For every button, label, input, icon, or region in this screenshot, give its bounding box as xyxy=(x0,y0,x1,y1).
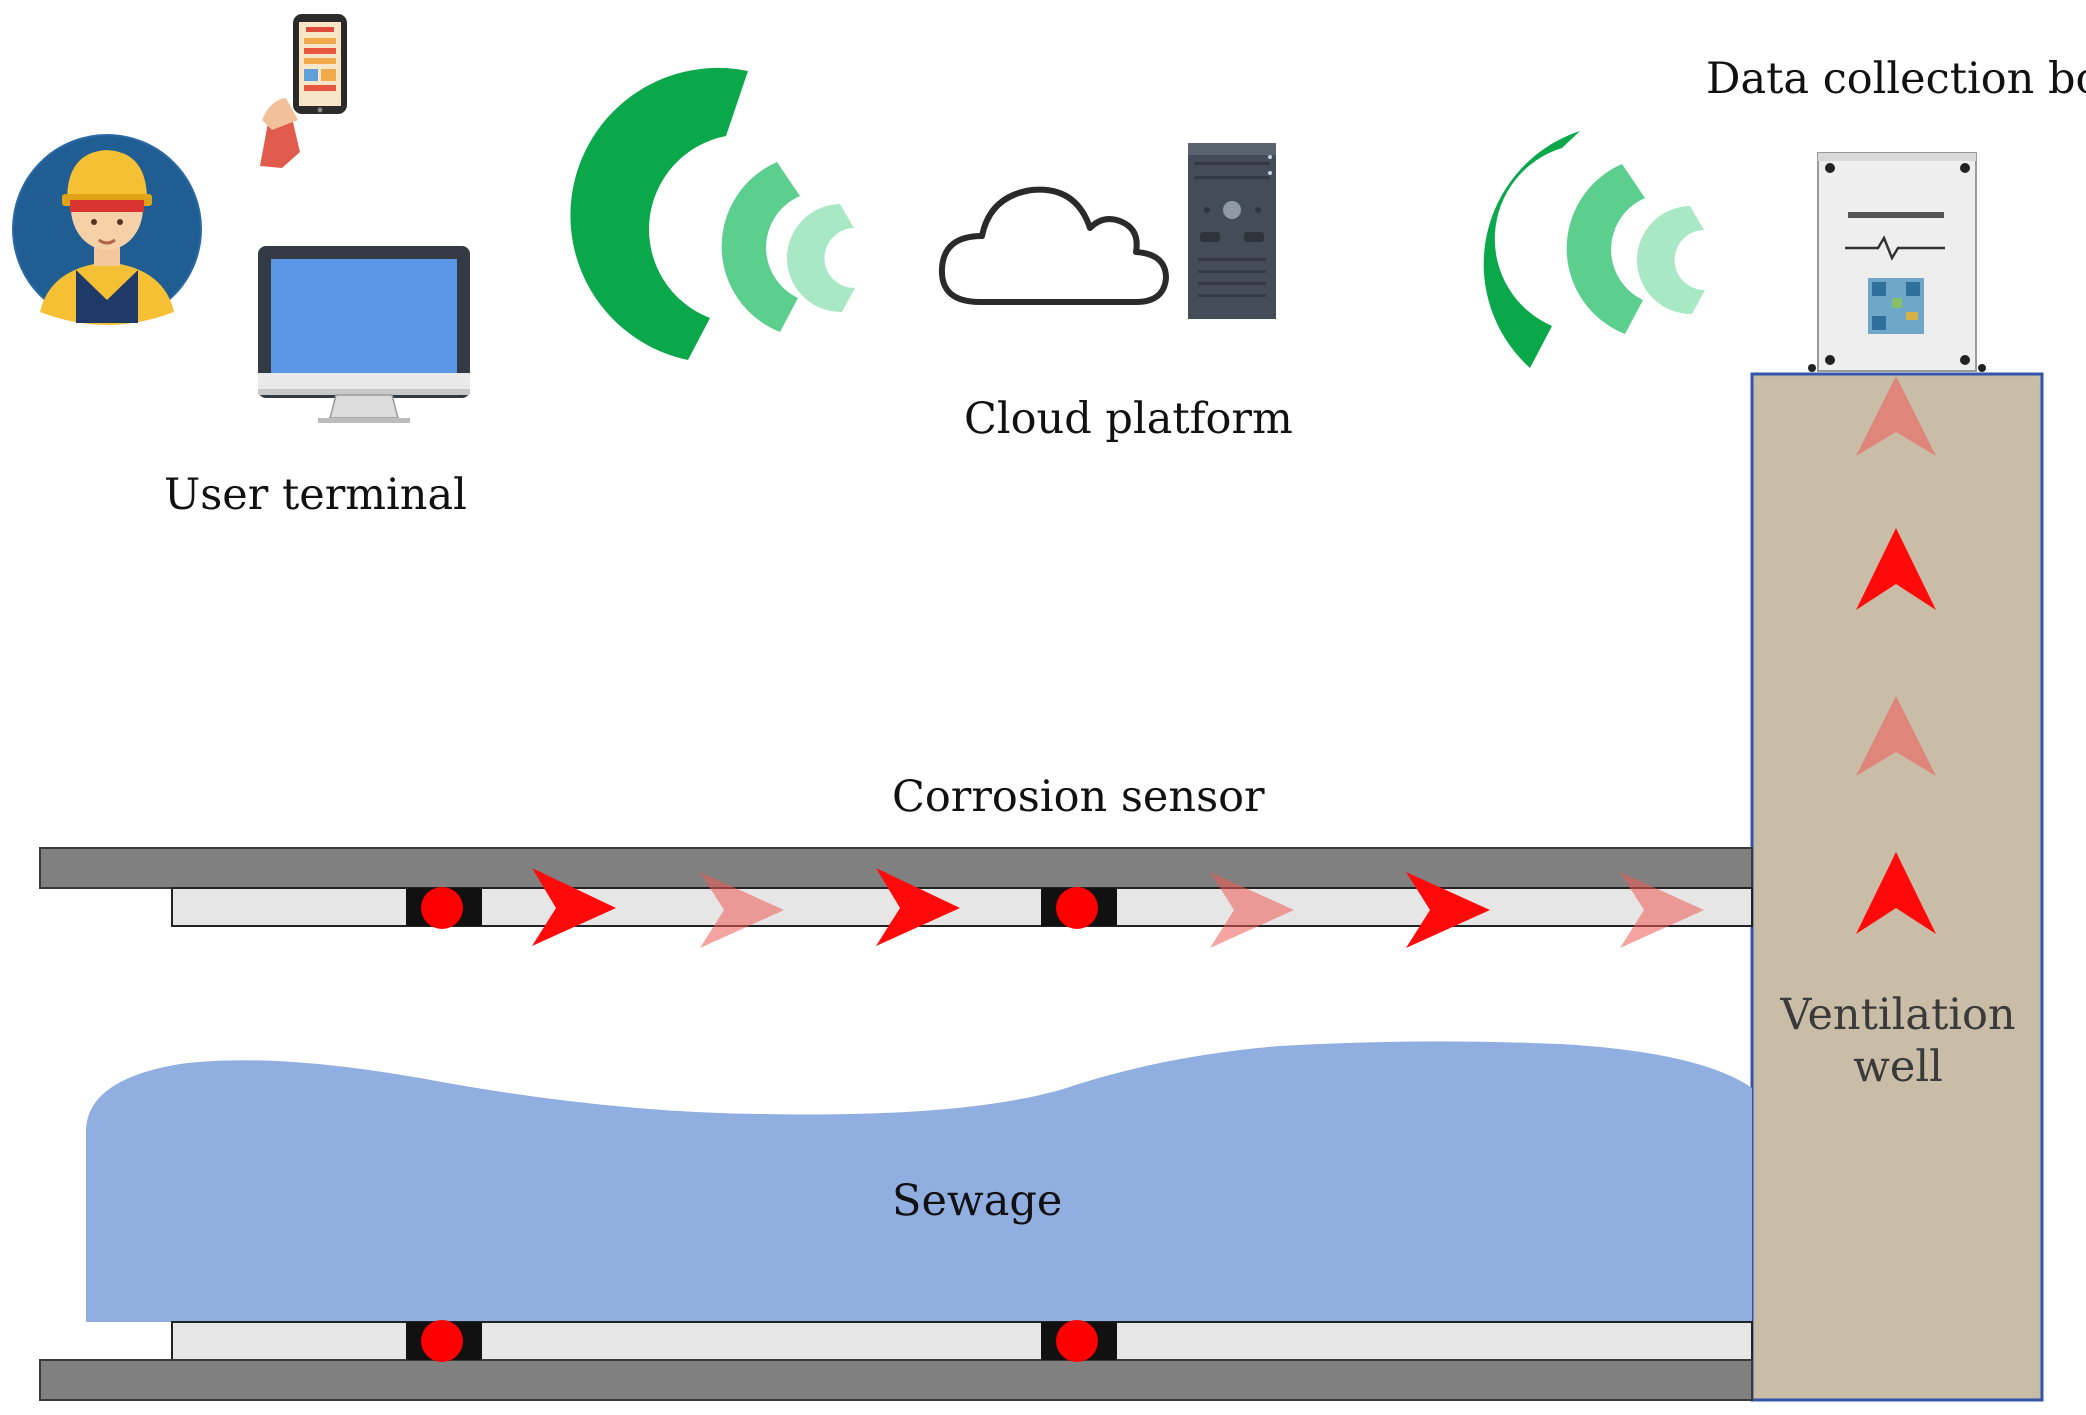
flow-arrow-icon xyxy=(1406,872,1490,948)
cloud-icon xyxy=(938,186,1169,305)
sensor-node-icon xyxy=(1041,887,1117,929)
flow-arrow-icon xyxy=(700,872,784,948)
sewage-label: Sewage xyxy=(892,1176,1063,1226)
ventilation-well-label-line2: well xyxy=(1853,1041,1943,1092)
flow-arrow-icon xyxy=(1210,872,1294,948)
wireless-signal-icon xyxy=(1483,131,1705,368)
wireless-signal-icon xyxy=(570,67,855,360)
cloud-platform-label: Cloud platform xyxy=(964,394,1293,444)
worker-avatar-icon xyxy=(12,134,202,325)
desktop-monitor-icon xyxy=(258,246,470,423)
flow-arrow-icon xyxy=(876,868,960,946)
sewage-water xyxy=(85,1041,1752,1322)
data-collection-box-label: Data collection box xyxy=(1706,54,2086,104)
flow-arrow-icon xyxy=(1856,696,1936,776)
flow-arrow-icon xyxy=(532,868,616,946)
sensor-node-icon xyxy=(406,887,482,929)
bottom-pipe xyxy=(39,1321,1753,1401)
user-terminal-label: User terminal xyxy=(164,470,467,520)
phone-in-hand-icon xyxy=(260,14,347,168)
pipe-flow-arrows xyxy=(532,868,1704,948)
corrosion-sensor-label: Corrosion sensor xyxy=(892,772,1265,822)
server-tower-icon xyxy=(1188,143,1276,319)
flow-arrow-icon xyxy=(1856,376,1936,456)
flow-arrow-icon xyxy=(1620,872,1704,948)
sensor-node-icon xyxy=(1041,1320,1117,1362)
flow-arrow-icon xyxy=(1856,852,1936,934)
flow-arrow-icon xyxy=(1856,528,1936,610)
data-collection-box-icon xyxy=(1808,152,1986,372)
sensor-node-icon xyxy=(406,1320,482,1362)
ventilation-well-label-line1: Ventilation xyxy=(1780,990,2016,1040)
ventilation-well-label: Ventilation well xyxy=(1760,990,2036,1093)
well-flow-arrows xyxy=(1856,376,1936,934)
